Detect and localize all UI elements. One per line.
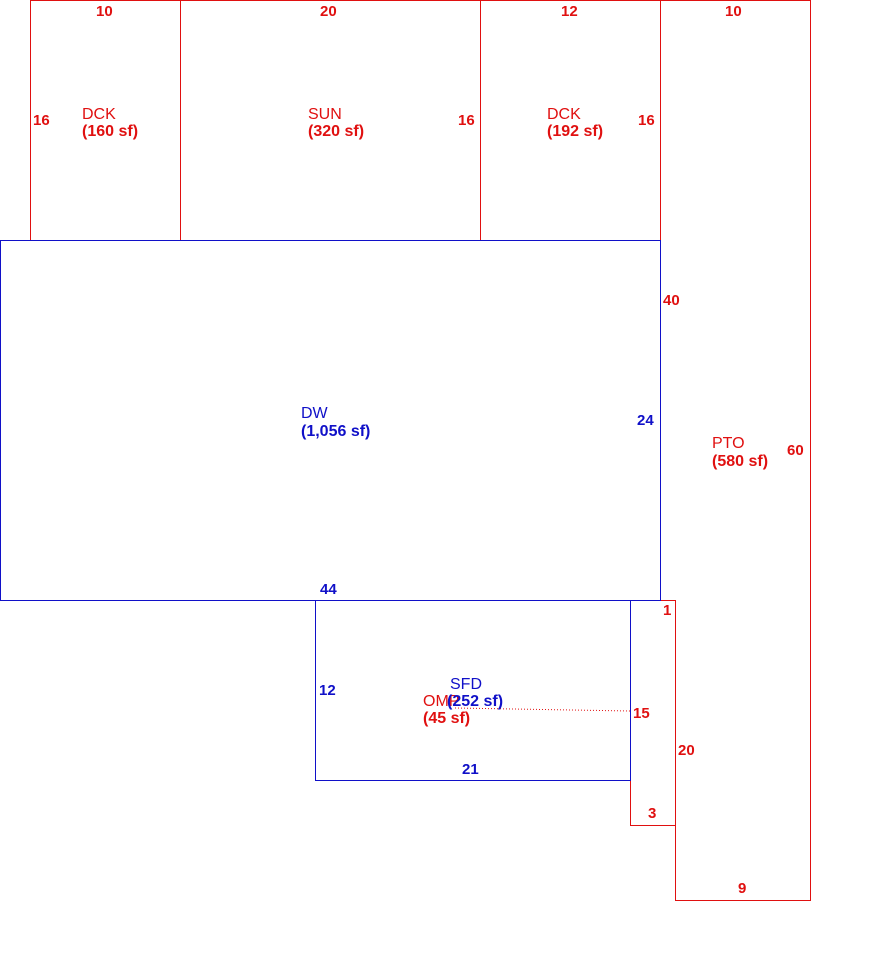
sun-area: (320 sf) (308, 123, 364, 140)
sun-code: SUN (308, 106, 342, 123)
dck-right-area: (192 sf) (547, 123, 603, 140)
dim-pto-bottom-width: 9 (738, 880, 746, 897)
sfd-outline[interactable] (315, 600, 631, 781)
dim-dck-left-width: 10 (96, 3, 113, 20)
omp-dotted-leader (454, 707, 631, 712)
dim-sun-width: 20 (320, 3, 337, 20)
dim-sun-depth: 16 (458, 112, 475, 129)
dim-pto-top-width: 10 (725, 3, 742, 20)
dim-sfd-width: 21 (462, 761, 479, 778)
dim-omp-15: 15 (633, 705, 650, 722)
dim-dw-depth: 24 (637, 412, 654, 429)
dim-dck-right-depth: 16 (638, 112, 655, 129)
dim-pto-inner-40: 40 (663, 292, 680, 309)
dim-sfd-depth: 12 (319, 682, 336, 699)
dck-right-code: DCK (547, 106, 581, 123)
omp-area: (45 sf) (423, 710, 470, 727)
dck-left-code: DCK (82, 106, 116, 123)
dimension-labels: 10 20 12 10 16 16 16 40 60 24 44 1 12 15… (33, 3, 804, 897)
sfd-area: (252 sf) (447, 693, 503, 710)
dim-dw-width: 44 (320, 581, 337, 598)
dim-pto-length: 60 (787, 442, 804, 459)
area-labels: DCK (160 sf) SUN (320 sf) DCK (192 sf) D… (82, 106, 768, 727)
dim-dck-left-depth: 16 (33, 112, 50, 129)
red-outlines (30, 0, 811, 901)
dim-omp-top: 1 (663, 602, 671, 619)
dck-left-area: (160 sf) (82, 123, 138, 140)
blue-outlines (0, 240, 661, 781)
sfd-code: SFD (450, 676, 482, 693)
omp-code: OMP (423, 693, 459, 710)
dw-outline[interactable] (0, 240, 661, 601)
pto-area: (580 sf) (712, 453, 768, 470)
dw-code: DW (301, 405, 329, 422)
dim-pto-20: 20 (678, 742, 695, 759)
dim-dck-right-width: 12 (561, 3, 578, 20)
pto-code: PTO (712, 435, 745, 452)
dim-omp-bottom: 3 (648, 805, 656, 822)
dw-area: (1,056 sf) (301, 423, 370, 440)
